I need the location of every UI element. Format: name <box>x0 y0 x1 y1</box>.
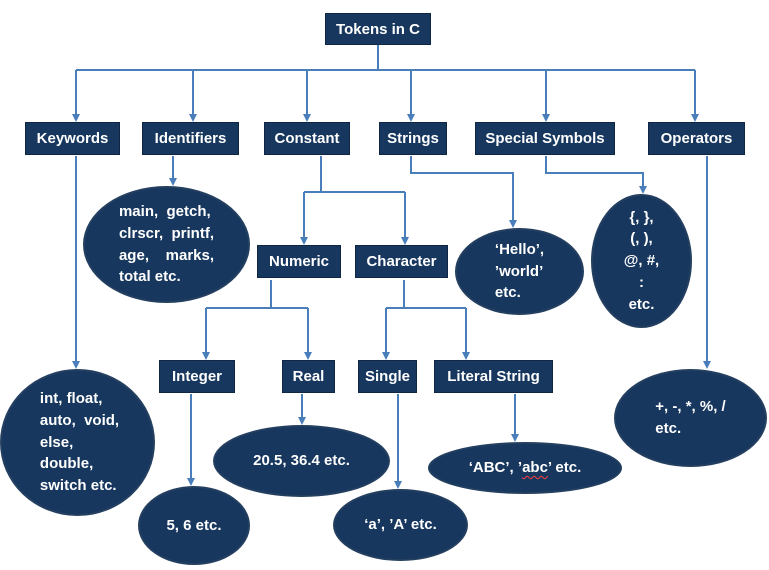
node-integer: Integer <box>159 360 235 393</box>
oval-operators-examples: +, -, *, %, / etc. <box>614 369 767 467</box>
strings-examples-text: ‘Hello’, ’world’ etc. <box>494 240 545 302</box>
integer-examples-text: 5, 6 etc. <box>166 516 222 534</box>
oval-literal-string-examples: ‘ABC’, ’abc’ etc. <box>428 442 622 494</box>
identifiers-examples-text: main, getch, clrscr, printf, age, marks,… <box>118 203 215 286</box>
node-special-symbols: Special Symbols <box>475 122 615 155</box>
node-strings: Strings <box>379 122 447 155</box>
operators-examples-text: +, -, *, %, / etc. <box>655 398 726 437</box>
node-literal-string: Literal String <box>434 360 553 393</box>
oval-real-examples: 20.5, 36.4 etc. <box>213 425 390 497</box>
identifiers-label: Identifiers <box>154 130 227 147</box>
literal-string-examples-text: ‘ABC’, ’abc’ etc. <box>469 457 582 479</box>
operators-label: Operators <box>660 130 733 147</box>
node-identifiers: Identifiers <box>142 122 239 155</box>
root-node-tokens-in-c: Tokens in C <box>325 13 431 45</box>
constant-label: Constant <box>274 130 340 147</box>
single-examples-text: ‘a’, ’A’ etc. <box>364 516 437 534</box>
keywords-label: Keywords <box>36 130 109 147</box>
literal-string-part-end: ’ etc. <box>547 459 582 477</box>
literal-string-part: ‘ABC’, ’ <box>468 459 523 477</box>
root-label: Tokens in C <box>336 20 420 38</box>
strings-label: Strings <box>387 130 439 147</box>
numeric-label: Numeric <box>268 253 330 270</box>
node-constant: Constant <box>264 122 350 155</box>
literal-string-underlined: abc <box>522 459 548 477</box>
node-character: Character <box>355 245 448 278</box>
literal-string-label: Literal String <box>447 368 540 385</box>
node-operators: Operators <box>648 122 745 155</box>
node-single: Single <box>358 360 417 393</box>
oval-single-examples: ‘a’, ’A’ etc. <box>333 489 468 561</box>
special-symbols-examples-text: {, }, (, ), @, #, : etc. <box>623 208 660 313</box>
oval-keywords-examples: int, float, auto, void, else, double, sw… <box>0 369 155 516</box>
single-label: Single <box>364 368 410 385</box>
real-examples-text: 20.5, 36.4 etc. <box>253 452 350 470</box>
node-real: Real <box>282 360 335 393</box>
special-symbols-label: Special Symbols <box>485 130 605 147</box>
oval-strings-examples: ‘Hello’, ’world’ etc. <box>455 228 584 315</box>
node-numeric: Numeric <box>257 245 341 278</box>
real-label: Real <box>292 368 325 385</box>
oval-special-symbols-examples: {, }, (, ), @, #, : etc. <box>591 194 692 328</box>
oval-integer-examples: 5, 6 etc. <box>138 486 250 565</box>
oval-identifiers-examples: main, getch, clrscr, printf, age, marks,… <box>83 186 250 303</box>
node-keywords: Keywords <box>25 122 120 155</box>
keywords-examples-text: int, float, auto, void, else, double, sw… <box>39 390 120 495</box>
integer-label: Integer <box>171 368 222 385</box>
character-label: Character <box>366 253 437 270</box>
